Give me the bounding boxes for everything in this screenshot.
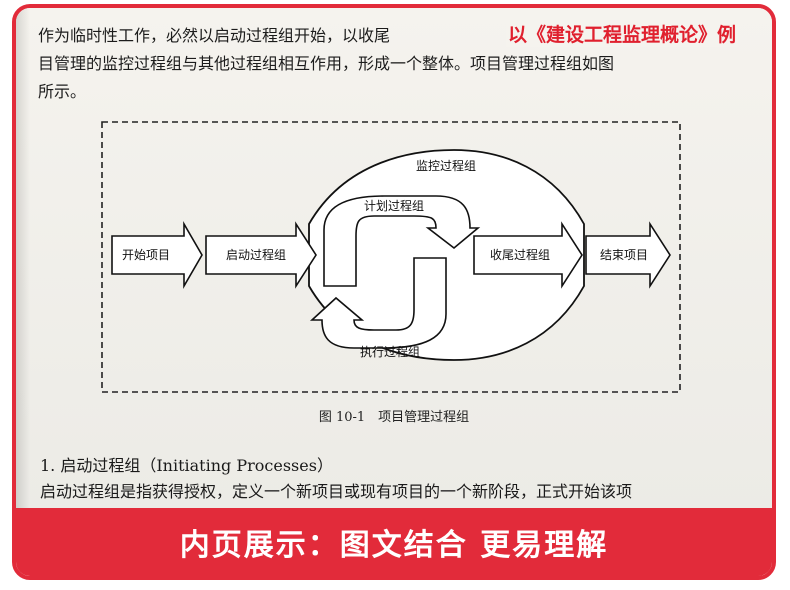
- promo-frame: 作为临时性工作，必然以启动过程组开始，以收尾 目管理的监控过程组与其他过程组相互…: [12, 4, 776, 580]
- start-arrow-shape: [111, 221, 203, 289]
- end-label: 结束项目: [600, 248, 648, 262]
- intro-line-1: 作为临时性工作，必然以启动过程组开始，以收尾: [38, 26, 391, 45]
- book-page: 作为临时性工作，必然以启动过程组开始，以收尾 目管理的监控过程组与其他过程组相互…: [16, 8, 772, 516]
- book-title-tag: 以《建设工程监理概论》例: [506, 20, 739, 47]
- intro-line-2: 目管理的监控过程组与其他过程组相互作用，形成一个整体。项目管理过程组如图: [38, 54, 615, 73]
- planning-arrow-shape: [323, 195, 481, 287]
- end-arrow-shape: [585, 221, 671, 289]
- section-title: 1. 启动过程组（Initiating Processes）: [40, 456, 333, 475]
- intro-paragraph: 作为临时性工作，必然以启动过程组开始，以收尾 目管理的监控过程组与其他过程组相互…: [38, 22, 758, 106]
- initiating-label: 启动过程组: [226, 247, 286, 262]
- start-label: 开始项目: [122, 248, 170, 262]
- executing-arrow-shape: [309, 257, 447, 349]
- planning-label: 计划过程组: [364, 198, 424, 213]
- promo-banner: 内页展示：图文结合 更易理解: [16, 508, 772, 576]
- closing-label: 收尾过程组: [490, 247, 550, 262]
- page-binding-shadow: [16, 8, 30, 516]
- figure-caption: 图 10-1 项目管理过程组: [318, 410, 470, 425]
- monitoring-label: 监控过程组: [416, 158, 476, 173]
- executing-label: 执行过程组: [360, 344, 420, 359]
- initiating-arrow-shape: [205, 221, 317, 289]
- diagram-dashed-frame: [101, 121, 681, 393]
- closing-arrow-shape: [473, 221, 583, 289]
- section-text: 启动过程组是指获得授权，定义一个新项目或现有项目的一个新阶段，正式开始该项: [40, 482, 633, 501]
- intro-line-3: 所示。: [38, 82, 87, 101]
- process-groups-diagram: 开始项目 启动过程组 收尾过程组 结束项目 计划过程组 执行过程组 监控过程组: [101, 121, 681, 393]
